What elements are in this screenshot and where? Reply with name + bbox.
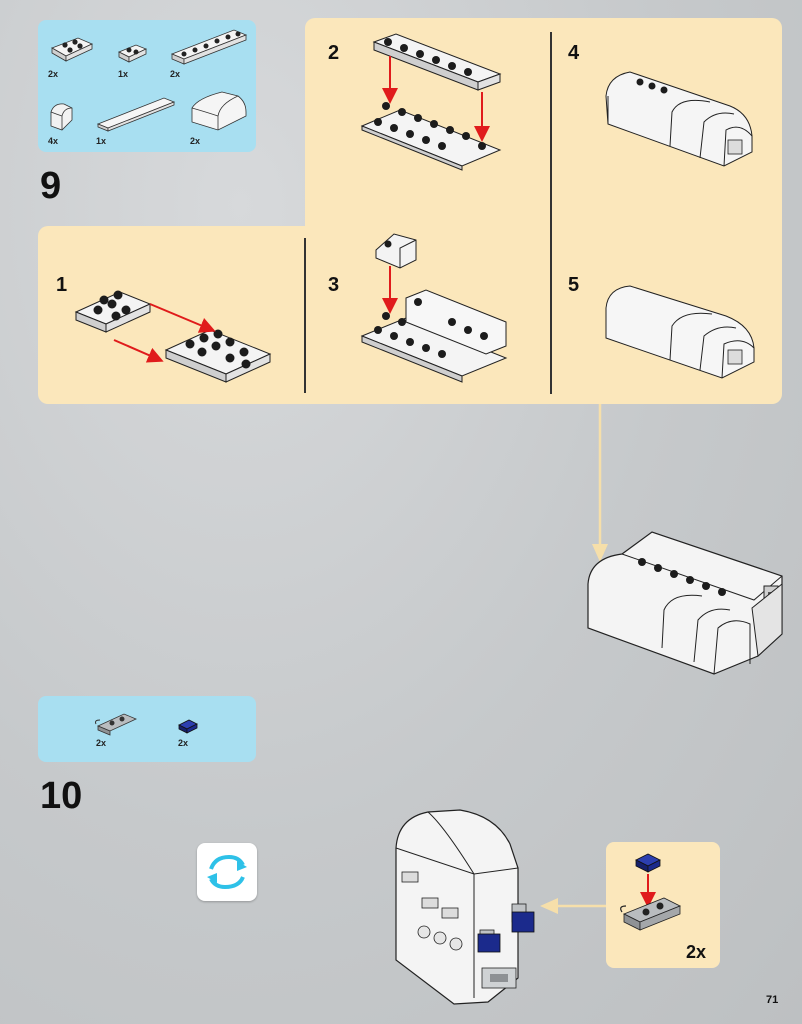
assembly-connector-arrow bbox=[592, 404, 608, 562]
part-qty: 4x bbox=[48, 136, 59, 146]
step10-callout: 2x bbox=[606, 842, 720, 968]
callout-subassembly bbox=[620, 853, 681, 931]
callout-connector-arrow bbox=[540, 898, 608, 914]
part-qty: 2x bbox=[178, 738, 189, 748]
callout-quantity: 2x bbox=[686, 942, 707, 962]
plate-1x6-white-icon bbox=[170, 29, 248, 65]
plate-clip-gray-icon bbox=[95, 713, 137, 736]
substep-5-illustration bbox=[605, 285, 755, 379]
substep-number-1: 1 bbox=[56, 274, 68, 296]
rotate-arrows-icon bbox=[207, 854, 247, 890]
slope-curved-white-icon bbox=[50, 103, 73, 131]
substep-number-4: 4 bbox=[568, 42, 580, 64]
part-qty: 2x bbox=[96, 738, 107, 748]
part-qty: 2x bbox=[48, 69, 59, 79]
step-number: 10 bbox=[40, 775, 83, 817]
step9-parts-list: 2x 1x 2x 4x 1x 2x bbox=[38, 20, 256, 152]
substep-4-illustration bbox=[605, 71, 753, 167]
part-qty: 1x bbox=[118, 69, 129, 79]
substep-number-2: 2 bbox=[328, 42, 340, 64]
part-qty: 1x bbox=[96, 136, 107, 146]
slope-curved-2x4-white-icon bbox=[191, 91, 247, 131]
substep-2-illustration bbox=[360, 33, 502, 171]
substep-number-3: 3 bbox=[328, 274, 340, 296]
substep-1-illustration bbox=[74, 290, 272, 383]
part-qty: 2x bbox=[170, 69, 181, 79]
page-number: 71 bbox=[766, 994, 779, 1006]
tile-1x1-blue-icon bbox=[178, 719, 198, 734]
substep-number-5: 5 bbox=[568, 274, 580, 296]
part-qty: 2x bbox=[190, 136, 201, 146]
tile-1x8-white-icon bbox=[96, 97, 176, 132]
step-number: 9 bbox=[40, 165, 62, 207]
plate-2x2-white-icon bbox=[51, 37, 93, 62]
step9-assembled-model bbox=[587, 531, 783, 675]
substep-divider bbox=[304, 238, 306, 393]
substep-divider bbox=[550, 32, 552, 394]
step10-model bbox=[395, 809, 535, 1005]
substep-3-illustration bbox=[360, 233, 508, 383]
step10-parts-list: 2x 2x bbox=[38, 696, 256, 762]
plate-1x2-white-icon bbox=[118, 44, 148, 63]
rotate-model-indicator bbox=[197, 843, 257, 901]
